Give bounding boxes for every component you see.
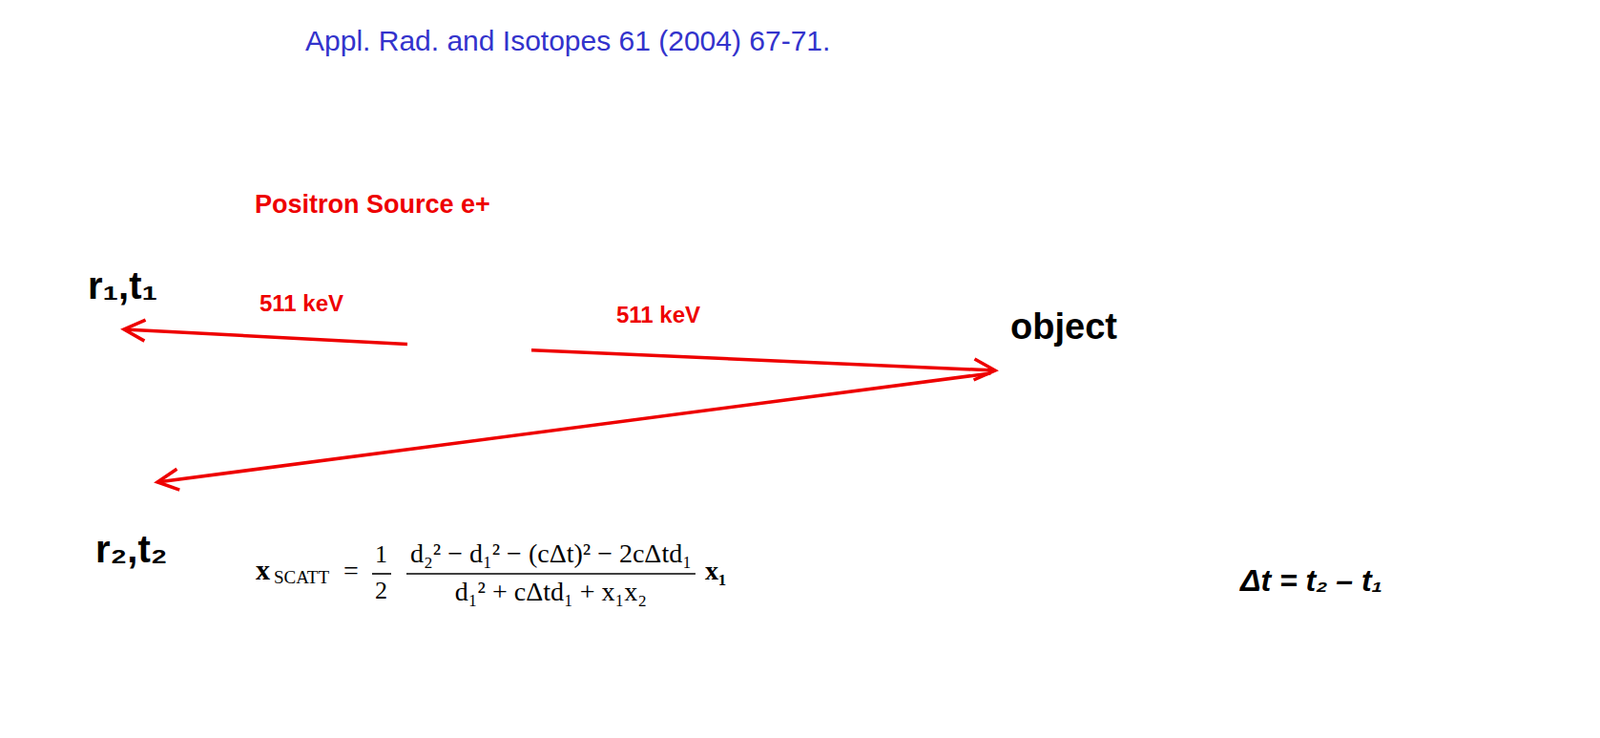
formula-numerator: d₂² − d₁² − (cΔt)² − 2cΔtd₁	[410, 538, 692, 569]
reference-note: Appl. Rad. and Isotopes 61 (2004) 67-71.	[305, 24, 831, 59]
positron-source: Positron Source e+	[407, 285, 532, 410]
source-heading: Positron Source e+	[254, 189, 491, 220]
formula-number: 1	[374, 540, 388, 569]
node-label: object	[1010, 306, 1118, 349]
energy-label: 511 keV	[614, 301, 703, 329]
fraction-bar	[406, 572, 696, 575]
formula-number: 2	[374, 576, 388, 605]
sun-ray	[490, 368, 511, 389]
cloud-outline	[925, 225, 1207, 460]
sun-ray	[490, 307, 511, 328]
sun-ray	[429, 307, 450, 328]
energy-label: 511 keV	[257, 290, 346, 317]
arrow-line	[531, 350, 996, 371]
detector-label: r₂,t₂	[95, 526, 168, 571]
plate-side	[9, 181, 39, 738]
formula-denominator: d₁² + cΔtd₁ + x₁x₂	[455, 576, 647, 607]
formula-equals: =	[343, 555, 359, 586]
formula-symbol: x	[255, 553, 271, 587]
formula-subscript: SCATT	[273, 566, 330, 588]
sun-ray	[412, 338, 432, 356]
arrow-head	[157, 468, 180, 490]
gamma-ray-arrow	[531, 350, 996, 380]
object-cloud: object	[911, 205, 1217, 468]
detector-label: r₁,t₁	[87, 263, 158, 308]
gamma-ray-arrow	[157, 373, 991, 490]
detector-plate-shape	[0, 0, 229, 738]
sun-disc	[439, 317, 499, 377]
arrow-head	[974, 358, 996, 380]
sun-ray	[460, 290, 478, 310]
arrow-line	[157, 373, 991, 482]
sun-ray	[507, 338, 527, 356]
sun-ray	[460, 385, 478, 405]
sun-ray	[429, 368, 450, 389]
plate-top	[9, 4, 226, 182]
arrow-line	[124, 329, 408, 345]
positron-source-shape	[407, 285, 532, 410]
plate-face	[38, 4, 226, 738]
fraction-bar	[372, 572, 392, 575]
gamma-ray-arrow	[124, 319, 408, 344]
arrow-head	[124, 319, 146, 341]
formula-symbol: x₁	[705, 555, 727, 586]
time-difference: Δt = t₂ – t₁	[1240, 562, 1383, 599]
detector-plate: r₁,t₁ r₂,t₂	[0, 0, 229, 738]
